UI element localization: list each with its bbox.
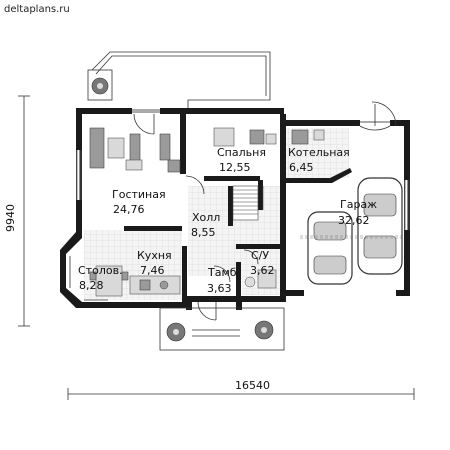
room-area-bathroom: 3,62 [250, 264, 275, 277]
room-name-bathroom: С/У [251, 249, 269, 262]
staircase [232, 185, 264, 221]
windows [76, 109, 410, 230]
room-area-kitchen: 7,46 [140, 264, 165, 277]
living-room-furniture [89, 127, 181, 173]
dining-table [89, 265, 129, 297]
room-area-vestibule: 3,63 [207, 282, 232, 295]
room-name-kitchen: Кухня [137, 249, 172, 262]
room-name-bedroom: Спальня [217, 146, 266, 159]
room-area-hall: 8,55 [191, 226, 216, 239]
room-name-boiler: Котельная [288, 146, 350, 159]
garage-door-track [300, 235, 404, 239]
room-name-dining: Столов. [78, 264, 123, 277]
room-area-garage: 32,62 [338, 214, 370, 227]
plant-icon [91, 77, 109, 95]
kitchen-furniture [129, 275, 181, 295]
room-area-living: 24,76 [113, 203, 145, 216]
boiler-equipment [291, 129, 325, 145]
dimension-vertical [18, 95, 30, 327]
room-name-hall: Холл [192, 211, 220, 224]
doors [133, 101, 397, 321]
bathroom-fixtures [244, 269, 277, 289]
room-name-garage: Гараж [340, 198, 377, 211]
plant-icon [166, 322, 186, 342]
dimension-horizontal [67, 388, 415, 400]
room-area-boiler: 6,45 [289, 161, 314, 174]
terrace-outline [87, 51, 271, 110]
dimension-width-label: 16540 [235, 379, 270, 392]
room-area-dining: 8,28 [79, 279, 104, 292]
car-right [357, 177, 403, 275]
room-area-bedroom: 12,55 [219, 161, 251, 174]
room-name-living: Гостиная [112, 188, 166, 201]
room-name-vestibule: Тамб. [207, 266, 240, 279]
car-left [307, 211, 353, 285]
plant-icon [254, 320, 274, 340]
dimension-height-label: 9940 [4, 204, 17, 232]
site-label: deltaplans.ru [4, 4, 70, 15]
bedroom-furniture [213, 127, 277, 147]
porch [159, 307, 285, 351]
